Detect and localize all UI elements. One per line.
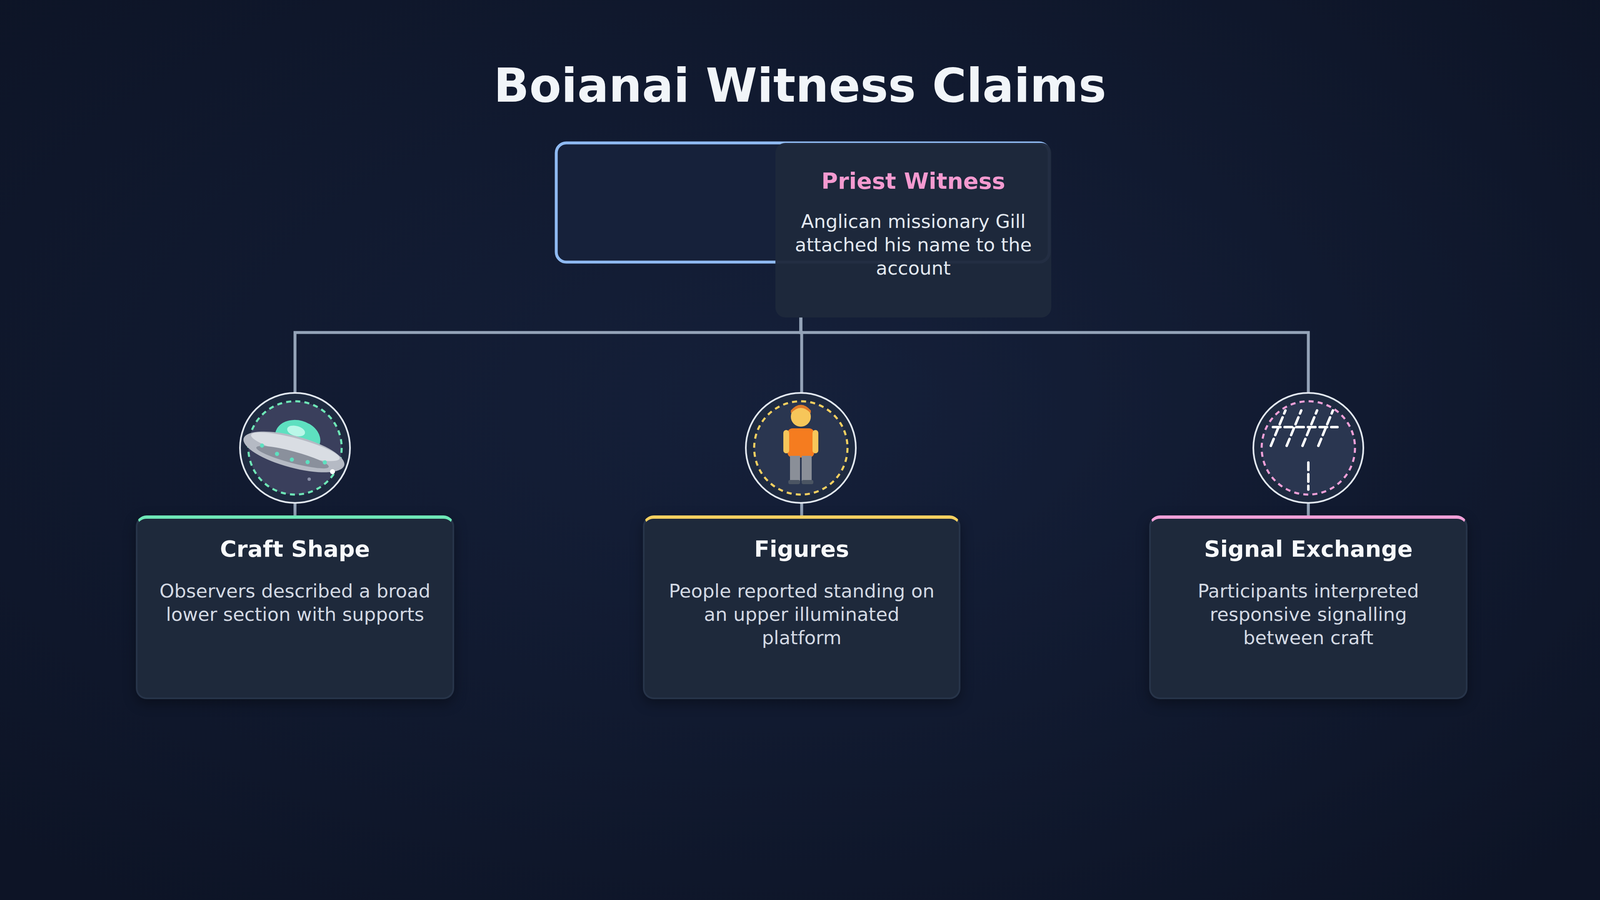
ufo-icon — [239, 392, 353, 503]
node-body: Anglican missionary Gill attached his na… — [788, 210, 1039, 280]
witness-box: Priest WitnessAnglican missionary Gill a… — [555, 141, 1053, 318]
card-heading: Signal Exchange — [1167, 535, 1450, 563]
signal-icon — [1253, 392, 1364, 503]
tree-connector — [800, 317, 1309, 516]
node-heading: Priest Witness — [788, 167, 1039, 195]
card-body: Observers described a broad lower sectio… — [154, 579, 436, 627]
card-body: People reported standing on an upper ill… — [661, 579, 943, 650]
claim-card: Craft ShapeObservers described a broad l… — [135, 515, 455, 700]
card-heading: Figures — [661, 535, 943, 563]
card-body: Participants interpreted responsive sign… — [1167, 579, 1450, 650]
claim-card: Signal ExchangeParticipants interpreted … — [1149, 515, 1468, 700]
diagram-title: Boianai Witness Claims — [0, 58, 1600, 113]
tree-connector — [295, 317, 801, 516]
claim-card: FiguresPeople reported standing on an up… — [642, 515, 961, 700]
person-icon — [745, 392, 856, 503]
card-heading: Craft Shape — [154, 535, 436, 563]
